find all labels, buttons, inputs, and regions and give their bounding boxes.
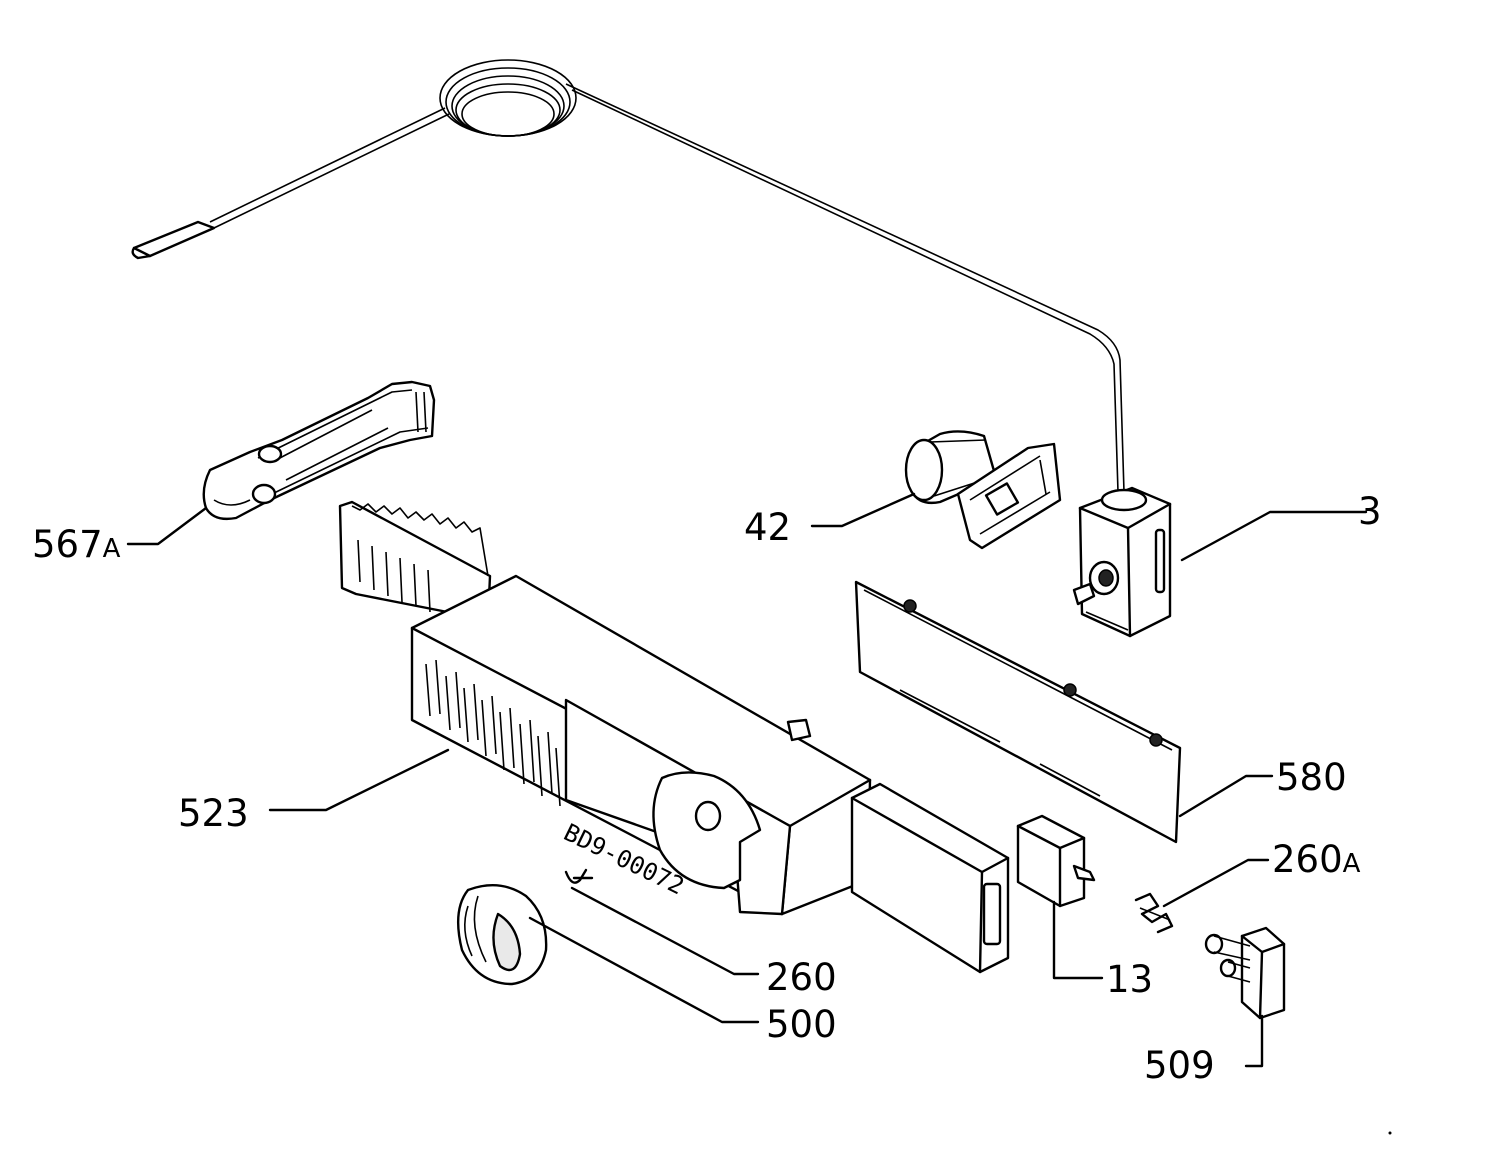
callout-523: 523 xyxy=(178,792,249,835)
callout-260A-suffix: A xyxy=(1343,849,1361,879)
capillary-tube xyxy=(131,59,1125,493)
thermostat-part xyxy=(1072,486,1172,638)
lamp-cover-part xyxy=(850,782,1010,974)
callout-13: 13 xyxy=(1106,958,1153,1001)
callout-567A: 567A xyxy=(32,523,121,566)
callout-labels: 3 42 567A 523 580 260A 260 500 13 509 xyxy=(32,490,1382,1087)
callout-500: 500 xyxy=(766,1003,837,1046)
speck-mark xyxy=(1388,1131,1392,1135)
main-housing-part xyxy=(338,500,872,916)
spring-part xyxy=(1134,892,1174,934)
switch-part xyxy=(1016,814,1096,908)
leader-lines xyxy=(126,492,1368,1068)
callout-260A-number: 260 xyxy=(1272,838,1343,881)
callout-260: 260 xyxy=(766,956,837,999)
callout-509: 509 xyxy=(1144,1044,1215,1087)
callout-260A: 260A xyxy=(1272,838,1361,881)
callout-567A-number: 567 xyxy=(32,523,103,566)
knob-part xyxy=(457,884,548,986)
callout-3: 3 xyxy=(1358,490,1382,533)
callout-42: 42 xyxy=(744,506,791,549)
door-switch-part xyxy=(1204,926,1286,1020)
callout-580: 580 xyxy=(1276,756,1347,799)
callout-567A-suffix: A xyxy=(103,534,121,564)
clip-part xyxy=(564,868,594,884)
cover-plate-part xyxy=(854,580,1182,844)
lamp-holder-part xyxy=(904,430,1062,550)
lever-arm-part xyxy=(202,380,436,521)
